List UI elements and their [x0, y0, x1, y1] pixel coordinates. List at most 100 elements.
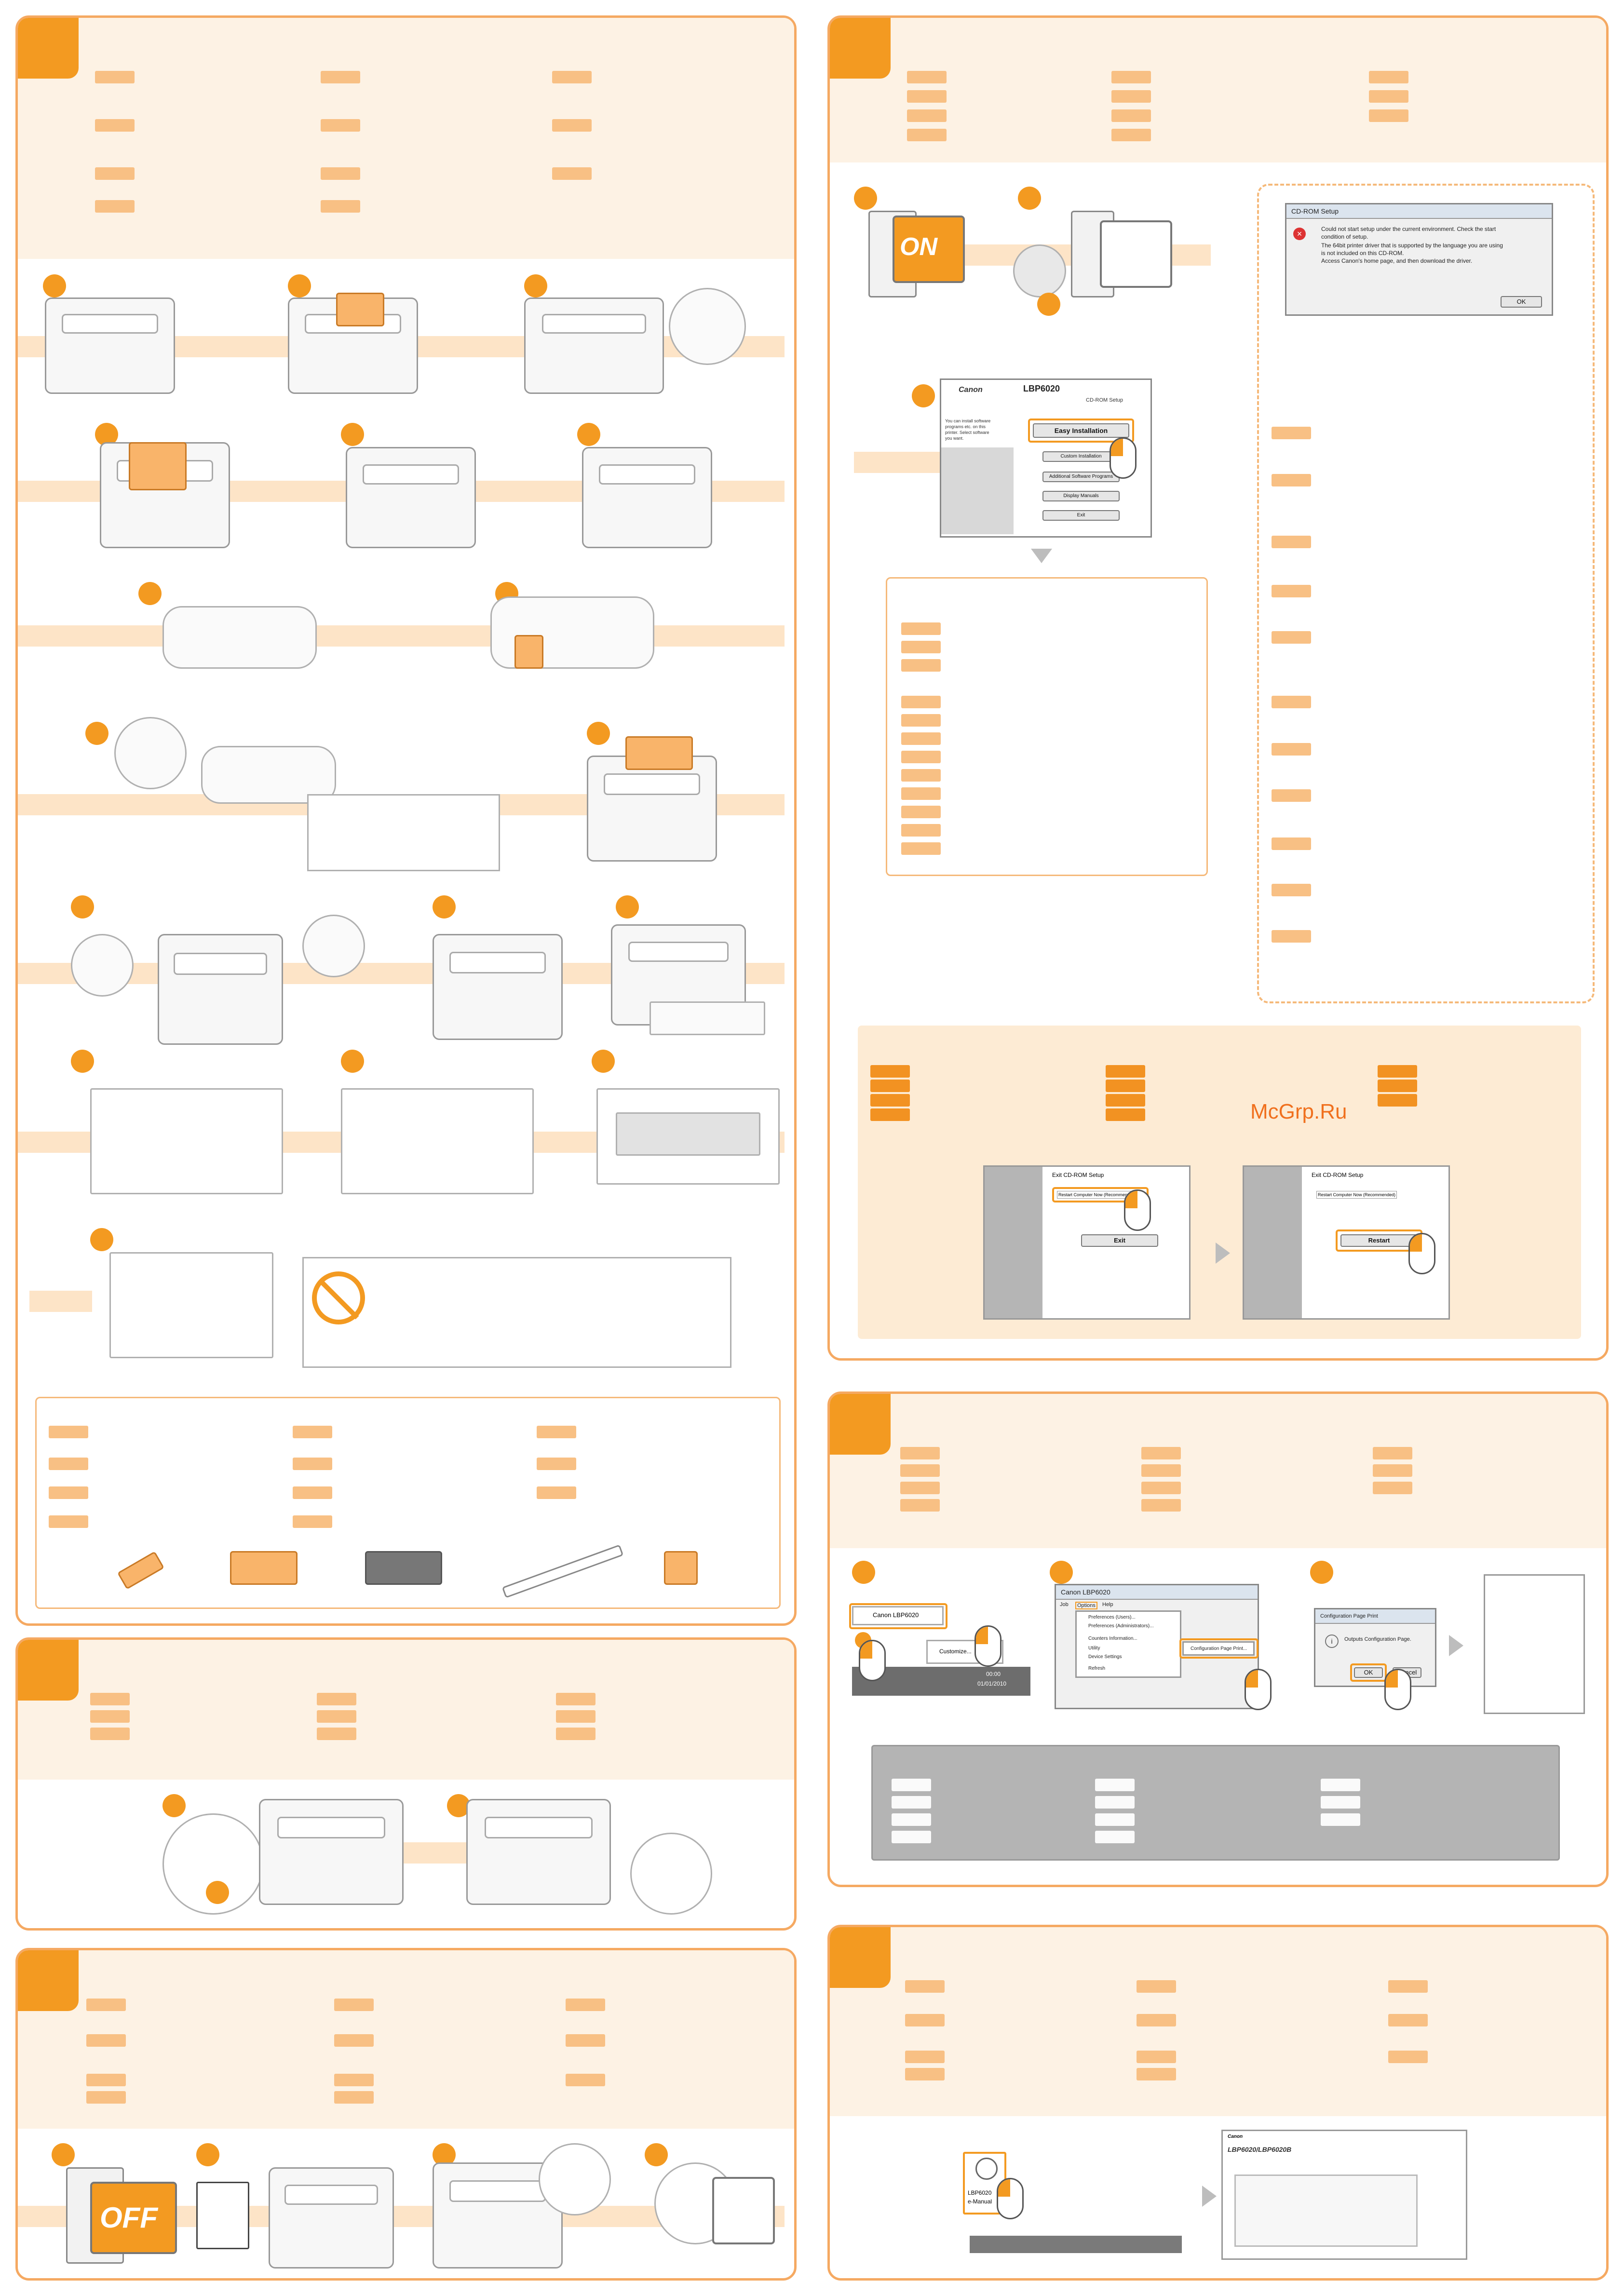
- tray-illustration: [650, 1001, 765, 1035]
- tray-popup: Canon LBP6020: [852, 1606, 944, 1625]
- step-marker: [138, 582, 162, 605]
- menu-item-device-settings[interactable]: Device Settings: [1088, 1654, 1122, 1660]
- customize-item[interactable]: Customize...: [939, 1648, 972, 1655]
- additional-software-button[interactable]: Additional Software Programs: [1042, 472, 1120, 482]
- menu-options[interactable]: Options: [1075, 1602, 1097, 1609]
- printer-cover-part: [336, 293, 384, 326]
- prohibited-icon: [312, 1271, 365, 1324]
- menu-item-refresh[interactable]: Refresh: [1088, 1666, 1106, 1671]
- off-label: OFF: [100, 2201, 158, 2234]
- clock-time: 00:00: [986, 1671, 1001, 1677]
- panel-install-driver: ON Canon LBP6020 CD-ROM Setup You can in…: [827, 15, 1609, 1361]
- text-label: [1137, 2068, 1176, 2080]
- display-manuals-button[interactable]: Display Manuals: [1042, 491, 1120, 501]
- restart-area: [858, 1026, 1581, 1339]
- text-label: [321, 200, 360, 213]
- text-label: [905, 2068, 945, 2080]
- text-label: [905, 1980, 945, 1993]
- text-label: [317, 1693, 356, 1705]
- paper-tray-illustration: [109, 1252, 273, 1358]
- emanual-brand: Canon: [1228, 2134, 1243, 2139]
- taskbar: [970, 2236, 1182, 2253]
- text-label: [907, 90, 947, 103]
- text-label: [901, 696, 941, 708]
- exit-button[interactable]: Exit: [1081, 1234, 1158, 1247]
- text-label: [293, 1515, 332, 1528]
- cd-setup-window: Canon LBP6020 CD-ROM Setup You can insta…: [940, 378, 1152, 538]
- step-band: [29, 1291, 92, 1312]
- emanual-window: Canon LBP6020/LBP6020B: [1221, 2130, 1467, 2260]
- mouse-click-icon: [1408, 1233, 1435, 1274]
- menu-item-utility[interactable]: Utility: [1088, 1646, 1100, 1651]
- detail-circle: [114, 717, 187, 789]
- text-label: [901, 787, 941, 800]
- text-label: [1111, 109, 1151, 122]
- custom-installation-button[interactable]: Custom Installation: [1042, 451, 1120, 462]
- step-number-tab: [830, 1927, 891, 1988]
- dialog-title: CD-ROM Setup: [1286, 204, 1552, 219]
- step-number-tab: [830, 1394, 891, 1455]
- step-marker: [592, 1050, 615, 1073]
- step-marker: [1037, 293, 1060, 316]
- text-label: [1095, 1796, 1135, 1809]
- text-label: [90, 1710, 130, 1723]
- text-label: [321, 71, 360, 83]
- dialog-message-5: Access Canon's home page, and then downl…: [1321, 257, 1473, 264]
- paper-tray-illustration: [90, 1088, 283, 1194]
- text-label: [334, 2034, 374, 2047]
- menu-item-preferences-admin[interactable]: Preferences (Administrators)...: [1088, 1623, 1154, 1629]
- menu-item-counters[interactable]: Counters Information...: [1088, 1636, 1137, 1641]
- step-marker: [616, 895, 639, 918]
- text-label: [321, 119, 360, 132]
- menu-item-preferences-users[interactable]: Preferences (Users)...: [1088, 1615, 1136, 1620]
- printer-rear-illustration: [259, 1799, 404, 1905]
- detail-circle: [71, 934, 134, 997]
- text-label: [1272, 743, 1311, 756]
- side-text-4: you want.: [945, 436, 964, 441]
- easy-installation-button[interactable]: Easy Installation: [1033, 423, 1129, 438]
- text-label: [1141, 1499, 1181, 1512]
- step-marker: [852, 1561, 875, 1584]
- dialog-ok-button[interactable]: OK: [1501, 296, 1542, 308]
- text-label: [1272, 585, 1311, 597]
- text-label: [1388, 1980, 1428, 1993]
- text-label: [566, 2074, 605, 2086]
- text-label: [1137, 2014, 1176, 2026]
- step-marker: [577, 423, 600, 446]
- panel-header: [830, 1927, 1606, 2116]
- restart-button[interactable]: Restart: [1340, 1234, 1418, 1247]
- exit-setup-title: Exit CD-ROM Setup: [1052, 1172, 1104, 1178]
- text-label: [1272, 631, 1311, 644]
- mouse-click-icon: [859, 1640, 886, 1681]
- exit-button[interactable]: Exit: [1042, 510, 1120, 521]
- text-label: [1272, 837, 1311, 850]
- down-arrow-icon: [1031, 549, 1052, 563]
- text-label: [901, 641, 941, 653]
- text-label: [1106, 1094, 1145, 1107]
- step-marker: [206, 1881, 229, 1904]
- menu-help[interactable]: Help: [1102, 1602, 1113, 1607]
- text-label: [90, 1728, 130, 1740]
- text-label: [1378, 1080, 1417, 1092]
- text-label: [892, 1813, 931, 1826]
- detail-circle: [669, 288, 746, 365]
- dialog-message-2: condition of setup.: [1321, 233, 1368, 240]
- dialog-ok-button[interactable]: OK: [1354, 1667, 1383, 1678]
- printer-rear-illustration: [466, 1799, 611, 1905]
- restart-checkbox-label[interactable]: Restart Computer Now (Recommended): [1316, 1191, 1397, 1199]
- text-label: [90, 1693, 130, 1705]
- text-label: [1095, 1831, 1135, 1843]
- text-label: [901, 622, 941, 635]
- tray-printer-name[interactable]: Canon LBP6020: [873, 1611, 919, 1619]
- dialog-title: Configuration Page Print: [1315, 1609, 1435, 1624]
- config-page-print-item[interactable]: Configuration Page Print...: [1191, 1646, 1247, 1651]
- mouse-click-icon: [1384, 1669, 1411, 1710]
- menu-job[interactable]: Job: [1060, 1602, 1069, 1607]
- text-label: [1141, 1464, 1181, 1477]
- wall-outlet-circle: [630, 1833, 712, 1915]
- panel-header: [18, 1640, 794, 1780]
- mouse-click-icon: [974, 1625, 1001, 1667]
- clock-date: 01/01/2010: [977, 1680, 1007, 1687]
- text-label: [1321, 1813, 1360, 1826]
- text-label: [892, 1796, 931, 1809]
